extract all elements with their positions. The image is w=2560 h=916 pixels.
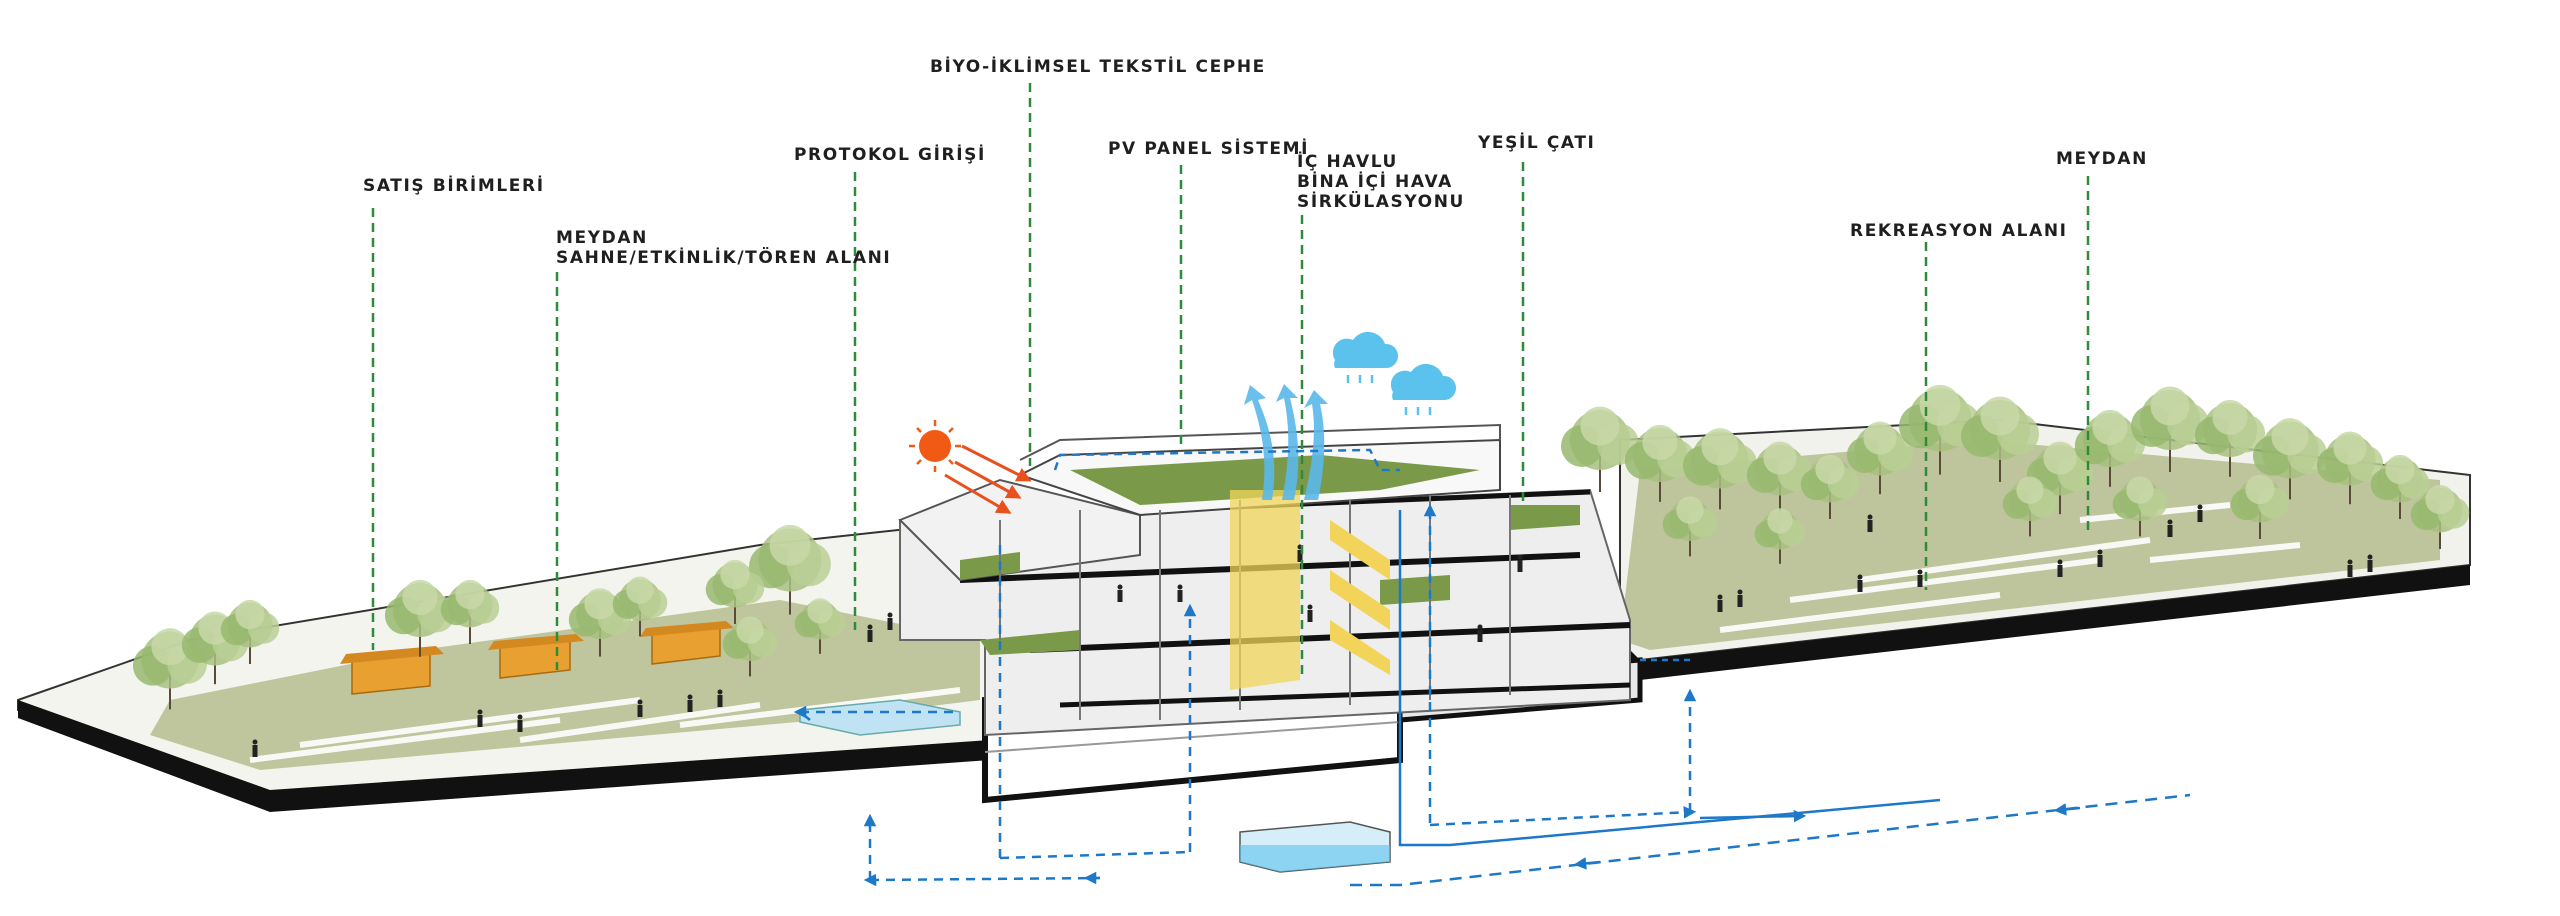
tree-icon	[1754, 508, 1806, 564]
tree-icon	[2230, 474, 2290, 539]
tree-icon	[2252, 418, 2328, 500]
person-icon	[1917, 569, 1923, 587]
tree-icon	[440, 579, 500, 644]
water-tank	[1239, 821, 1391, 873]
label-yesil-cati: YEŞİL ÇATI	[1478, 133, 1596, 153]
person-icon	[717, 689, 723, 707]
tree-icon	[1899, 384, 1981, 475]
tree-icon	[794, 598, 846, 654]
pool	[799, 699, 961, 736]
person-icon	[887, 612, 893, 630]
person-icon	[1307, 604, 1313, 622]
tree-icon	[2002, 476, 2058, 537]
tree-icon	[1800, 454, 1860, 519]
person-icon	[1517, 554, 1523, 572]
person-icon	[1477, 624, 1483, 642]
person-icon	[1857, 574, 1863, 592]
person-icon	[2057, 559, 2063, 577]
rain-cloud-icon	[1332, 331, 1399, 383]
label-pv-panel: PV PANEL SİSTEMİ	[1108, 139, 1310, 159]
person-icon	[1737, 589, 1743, 607]
person-icon	[2197, 504, 2203, 522]
sales-unit	[340, 646, 444, 695]
label-meydan-sahne: MEYDAN SAHNE/ETKİNLİK/TÖREN ALANI	[556, 228, 892, 268]
tree-icon	[1682, 428, 1758, 510]
tree-icon	[2194, 399, 2266, 477]
water-circulation	[793, 448, 2191, 887]
tree-icon	[722, 616, 778, 677]
tree-icon	[2112, 476, 2168, 537]
label-protokol-girisi: PROTOKOL GİRİŞİ	[794, 145, 986, 165]
person-icon	[1117, 584, 1123, 602]
label-satis-birimleri: SATIŞ BİRİMLERİ	[363, 176, 545, 196]
tree-icon	[220, 599, 280, 664]
person-icon	[2167, 519, 2173, 537]
person-icon	[2097, 549, 2103, 567]
label-rekreasyon: REKREASYON ALANI	[1850, 221, 2068, 241]
tree-icon	[1746, 441, 1814, 515]
person-icon	[517, 714, 523, 732]
person-icon	[1717, 594, 1723, 612]
trees	[132, 384, 2470, 710]
tree-icon	[705, 559, 765, 624]
sun-rays	[944, 444, 1032, 514]
person-icon	[1867, 514, 1873, 532]
sales-unit	[488, 634, 584, 679]
sales-unit	[640, 621, 734, 665]
tree-icon	[2316, 431, 2384, 505]
tree-icon	[612, 576, 668, 637]
person-icon	[867, 624, 873, 642]
person-icon	[637, 699, 643, 717]
tree-icon	[2370, 454, 2430, 519]
label-biyo-iklimsel: BİYO-İKLİMSEL TEKSTİL CEPHE	[930, 57, 1266, 77]
sun-icon	[909, 420, 961, 472]
tree-icon	[1662, 496, 1718, 557]
label-ic-havlu: İÇ HAVLU BİNA İÇİ HAVA SİRKÜLASYONU	[1297, 152, 1465, 212]
tree-icon	[1961, 396, 2039, 482]
person-icon	[687, 694, 693, 712]
person-icon	[477, 709, 483, 727]
leader-lines	[371, 83, 2090, 680]
tree-icon	[2410, 484, 2470, 549]
air-flow-arrows	[1244, 384, 1328, 500]
person-icon	[1177, 584, 1183, 602]
people	[252, 504, 2373, 757]
person-icon	[252, 739, 258, 757]
person-icon	[2347, 559, 2353, 577]
person-icon	[2367, 554, 2373, 572]
rain-cloud-icon	[1390, 363, 1457, 415]
sales-units	[340, 621, 734, 695]
tree-icon	[1846, 421, 1914, 495]
tree-icon	[2026, 441, 2094, 515]
tree-icon	[2074, 409, 2146, 487]
building-section	[898, 423, 1631, 737]
label-meydan: MEYDAN	[2056, 149, 2148, 169]
